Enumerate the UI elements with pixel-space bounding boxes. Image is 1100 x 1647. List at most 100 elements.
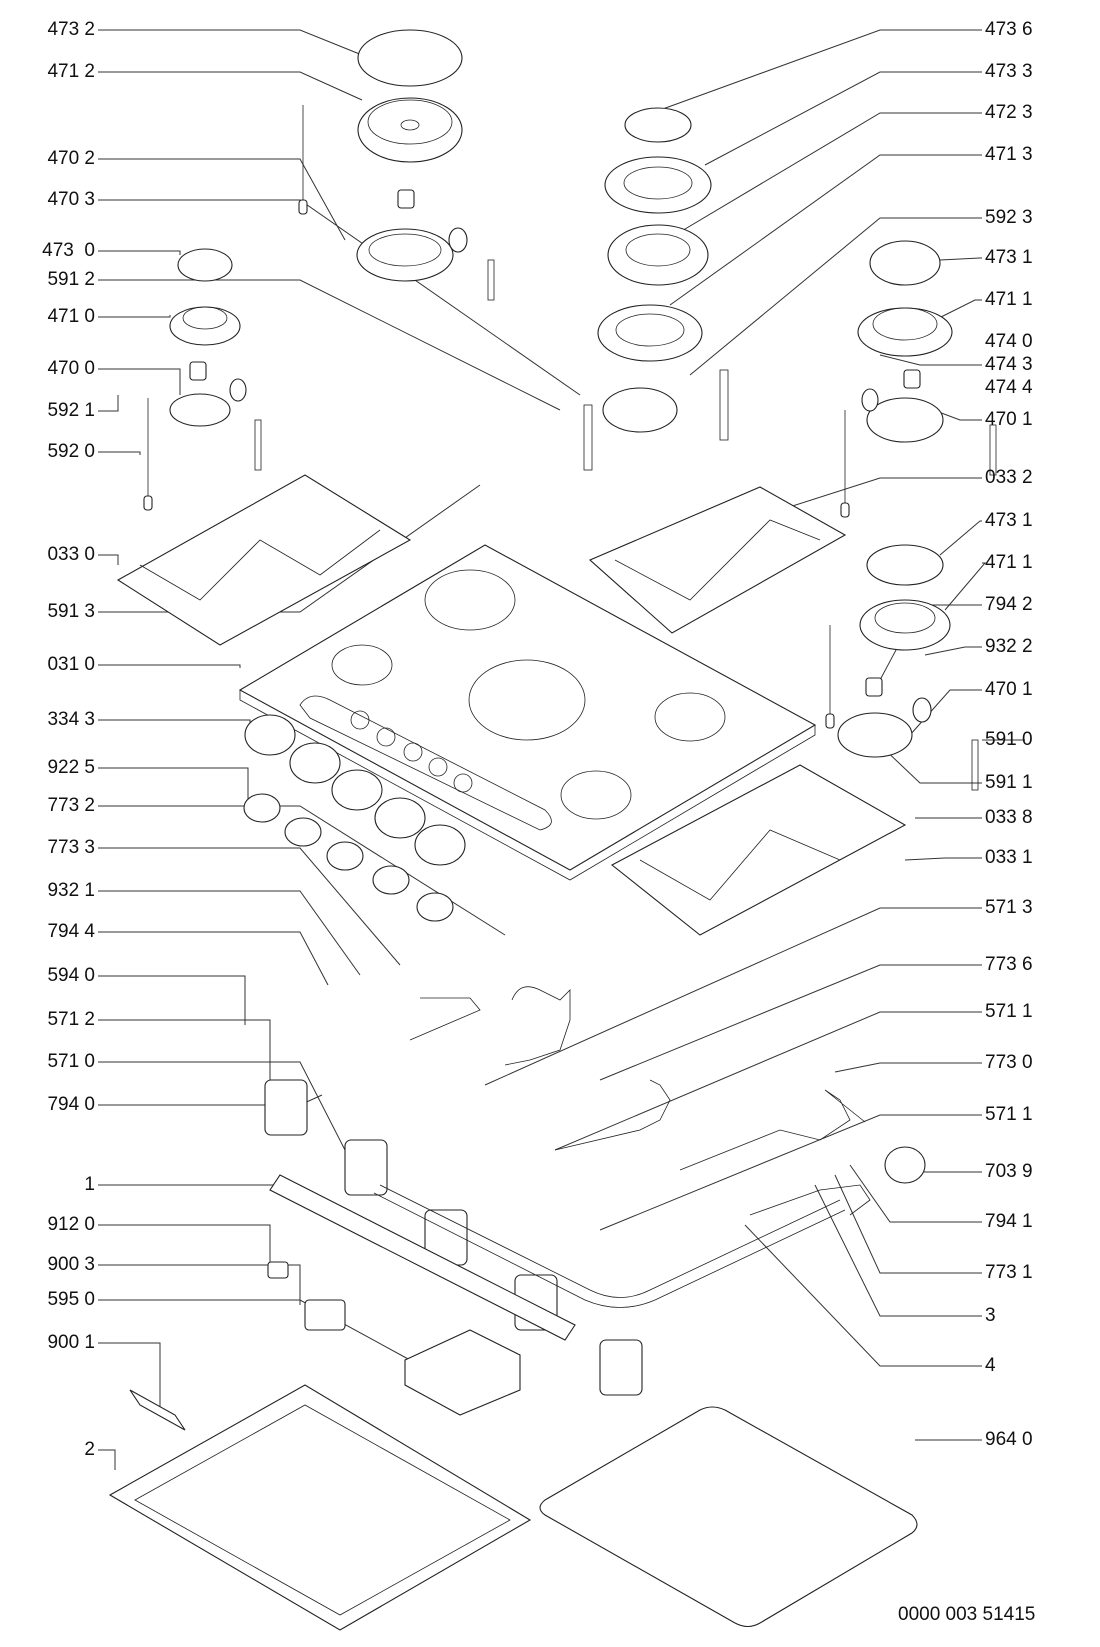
burner-base-wok [583, 369, 729, 471]
leader-line [98, 451, 141, 455]
part-label-ignition-module: 595 0 [47, 1289, 95, 1310]
leader-line [98, 1019, 271, 1090]
leader-line [484, 907, 982, 1086]
thermocouple-large [298, 105, 308, 215]
pan-support-right-top [588, 486, 847, 634]
burner-cap-medium-2 [866, 544, 944, 586]
fixing-clamp [129, 1389, 186, 1431]
leader-line [659, 29, 982, 111]
part-label-bracket: 900 3 [47, 1254, 95, 1275]
leader-line [98, 890, 361, 976]
part-label-elbow-connector: 703 9 [985, 1161, 1033, 1182]
leader-line [98, 554, 119, 565]
leader-line [939, 257, 982, 261]
part-label-pan-support-right-top: 033 2 [985, 467, 1033, 488]
part-label-burner-cap-medium: 473 1 [985, 510, 1033, 531]
part-label-screw: 912 0 [47, 1214, 95, 1235]
burner-base-large [356, 189, 495, 301]
leader-line [98, 1299, 411, 1361]
leader-line [779, 477, 982, 511]
leader-line [98, 767, 249, 805]
part-label-gas-valve: 571 2 [47, 1009, 95, 1030]
leader-line [554, 1011, 982, 1151]
leader-line [674, 112, 982, 236]
part-label-gas-pipe: 773 3 [47, 837, 95, 858]
part-label-thermocouple: 592 0 [47, 441, 95, 462]
burner-crown-small [169, 306, 241, 346]
part-label-seal: 794 1 [985, 1211, 1033, 1232]
part-label-burner-crown-large: 471 2 [47, 61, 95, 82]
leader-line [689, 217, 982, 376]
part-label-injector: 474 4 [985, 377, 1033, 398]
part-label-gas-valve: 571 1 [985, 1001, 1033, 1022]
leader-line [98, 1342, 161, 1415]
burner-cap-large [357, 29, 463, 87]
pan-support-left [116, 474, 412, 646]
leader-line [904, 857, 982, 861]
part-label-seal: 794 2 [985, 594, 1033, 615]
part-label-spring: 591 3 [47, 601, 95, 622]
part-label-injector: 474 0 [985, 331, 1033, 352]
part-label-burner-cap-small: 473 0 [42, 240, 95, 261]
leader-line [98, 368, 181, 395]
leader-line [98, 1224, 271, 1265]
part-label-pan-support-right-bottom: 033 1 [985, 847, 1033, 868]
leader-line [939, 520, 982, 556]
part-label-outer-ring-wok: 473 3 [985, 61, 1033, 82]
leader-line [98, 931, 329, 986]
leader-line [98, 719, 251, 735]
manifold-bracket [269, 1174, 576, 1341]
part-label-burner-base-large: 470 2 [47, 148, 95, 169]
leader-line [98, 71, 363, 101]
part-label-clip: 932 2 [985, 636, 1033, 657]
part-label-base-tray: 2 [84, 1439, 95, 1460]
part-label-burner-base-medium: 470 1 [985, 679, 1033, 700]
part-label-gas-pipe: 773 2 [47, 795, 95, 816]
part-label-burner-crown-small: 471 0 [47, 306, 95, 327]
leader-line [98, 975, 246, 1025]
leader-line [834, 1062, 982, 1073]
gas-pipes [409, 986, 871, 1216]
leader-line [98, 1449, 116, 1470]
leader-line [98, 158, 346, 241]
part-label-gas-pipe: 773 6 [985, 954, 1033, 975]
screw [267, 1261, 289, 1279]
burner-base-medium-1 [840, 369, 997, 518]
outer-ring-wok [604, 156, 712, 214]
part-label-burner-base-small: 470 0 [47, 358, 95, 379]
part-label-burner-cap-large: 473 2 [47, 19, 95, 40]
burner-base-medium-2 [825, 625, 979, 791]
control-knobs [244, 714, 466, 866]
ignition-module [404, 1329, 521, 1416]
leader-line [834, 1174, 982, 1274]
leader-line [934, 299, 982, 321]
part-label-seal: 794 0 [47, 1094, 95, 1115]
leader-line [98, 847, 401, 966]
part-label-cooktop-panel: 031 0 [47, 654, 95, 675]
part-label-nut: 3 [985, 1305, 996, 1326]
leader-line [879, 744, 982, 784]
leader-line [98, 805, 506, 936]
part-label-thermocouple-wok: 592 3 [985, 207, 1033, 228]
bracket [304, 1299, 346, 1331]
burner-cap-small [177, 248, 233, 282]
part-label-burner-base-medium: 470 1 [985, 409, 1033, 430]
leader-line [669, 154, 982, 306]
leader-line [599, 1114, 982, 1231]
gasket [539, 1406, 918, 1628]
part-label-manifold-bracket: 1 [84, 1174, 95, 1195]
elbow-connector [884, 1146, 926, 1184]
part-label-injector: 474 3 [985, 354, 1033, 375]
part-label-clip: 932 1 [47, 880, 95, 901]
leader-line [98, 1264, 301, 1305]
knob-bezels [243, 793, 454, 922]
part-label-pan-support-left: 033 0 [47, 544, 95, 565]
part-label-seal: 794 4 [47, 921, 95, 942]
burner-crown-medium-1 [857, 307, 953, 357]
part-label-inner-cap-wok: 473 6 [985, 19, 1033, 40]
leader-line [924, 646, 982, 656]
leader-line [98, 1180, 281, 1186]
part-label-microswitch: 594 0 [47, 965, 95, 986]
part-label-burner-cap-medium: 473 1 [985, 247, 1033, 268]
leader-line [98, 29, 363, 56]
